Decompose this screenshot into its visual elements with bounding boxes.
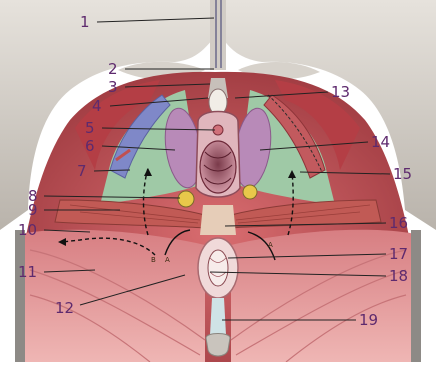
label-19: 19 [359,311,378,329]
label-3: 3 [108,78,118,96]
label-16: 16 [389,214,408,232]
vestibular-gland-left [178,191,194,207]
label-18: 18 [389,267,408,285]
label-11: 11 [18,263,37,281]
anal-canal [208,250,228,286]
label-10: 10 [18,221,37,239]
gluteal-levator-left [15,230,205,362]
arrow-mark-b: B [151,256,156,264]
arrow-mark-a-right: A [268,241,273,249]
label-12: 12 [55,299,74,317]
vaginal-opening [200,141,236,193]
label-9: 9 [28,201,38,219]
label-13: 13 [331,83,350,101]
vestibular-gland-right [243,185,257,199]
label-14: 14 [371,133,390,151]
label-6: 6 [85,137,95,155]
pubic-symphysis [210,0,226,70]
label-15: 15 [393,165,412,183]
label-1: 1 [80,13,90,31]
perineal-body [200,205,236,235]
label-2: 2 [108,60,118,78]
anococcygeal-ligament [210,298,226,335]
label-7: 7 [77,162,87,180]
arrow-mark-a-left: A [165,256,170,264]
coccyx [206,334,230,357]
label-17: 17 [389,245,408,263]
label-4: 4 [92,97,102,115]
label-5: 5 [85,119,95,137]
